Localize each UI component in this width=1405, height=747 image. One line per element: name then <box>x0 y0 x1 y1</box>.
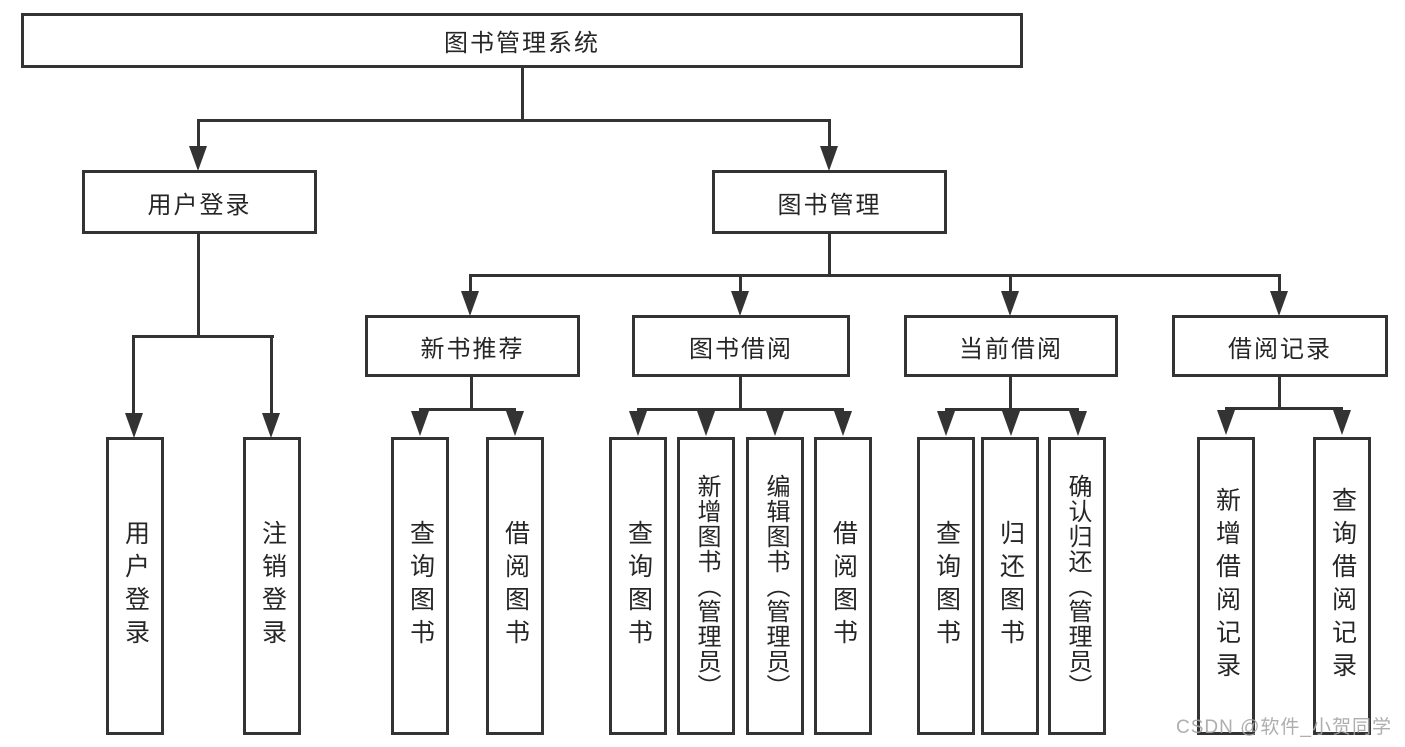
connector-trunk <box>828 234 831 277</box>
connector-stem <box>1009 274 1012 295</box>
leaf-confirm-return-admin-label: 确认归还（管理员） <box>1064 473 1091 699</box>
arrowhead-down-icon <box>262 413 280 438</box>
node-borrow-records-label: 借阅记录 <box>1228 335 1332 363</box>
arrowhead-down-icon <box>461 291 479 316</box>
arrowhead-down-icon <box>1069 411 1087 436</box>
arrowhead-down-icon <box>697 411 715 436</box>
node-current-borrow-label: 当前借阅 <box>959 335 1063 363</box>
arrowhead-down-icon <box>411 411 429 436</box>
node-current-borrow: 当前借阅 <box>904 315 1118 377</box>
connector-stem <box>469 274 472 295</box>
connector-stem <box>270 335 273 417</box>
node-book-mgmt-label: 图书管理 <box>777 191 882 219</box>
leaf-logout-label: 注销登录 <box>258 520 287 652</box>
leaf-query-borrow-record: 查询借阅记录 <box>1313 437 1371 735</box>
leaf-confirm-return-admin: 确认归还（管理员） <box>1048 437 1106 735</box>
csdn-watermark: CSDN @软件_小贺同学 <box>1176 717 1392 738</box>
leaf-return-book-label: 归还图书 <box>996 520 1025 652</box>
arrowhead-down-icon <box>506 411 524 436</box>
leaf-query-book-current-label: 查询图书 <box>932 520 961 652</box>
connector-stem <box>739 274 742 295</box>
arrowhead-down-icon <box>834 411 852 436</box>
leaf-edit-book-admin: 编辑图书（管理员） <box>746 437 804 735</box>
node-root: 图书管理系统 <box>21 13 1023 68</box>
node-book-mgmt: 图书管理 <box>712 170 947 234</box>
connector-rail <box>469 274 1281 277</box>
arrowhead-down-icon <box>1001 291 1019 316</box>
leaf-add-borrow-record: 新增借阅记录 <box>1197 437 1255 735</box>
connector-stem <box>1278 274 1281 295</box>
leaf-borrow-book-rec-label: 借阅图书 <box>501 520 530 652</box>
leaf-query-book-rec-label: 查询图书 <box>406 520 435 652</box>
leaf-add-book-admin-label: 新增图书（管理员） <box>693 473 720 699</box>
leaf-borrow-book-borrow-label: 借阅图书 <box>829 520 858 652</box>
connector-stem <box>828 119 831 149</box>
connector-stem <box>197 119 200 149</box>
arrowhead-down-icon <box>125 413 143 438</box>
connector-trunk <box>197 234 200 338</box>
node-borrow-records: 借阅记录 <box>1172 315 1388 377</box>
connector-rail <box>132 335 274 338</box>
connector-rail <box>945 408 1079 411</box>
connector-rail <box>1225 407 1343 410</box>
leaf-query-book-borrow-label: 查询图书 <box>624 520 653 652</box>
node-user-login-label: 用户登录 <box>147 191 252 219</box>
connector-root-rail <box>197 119 831 122</box>
node-user-login: 用户登录 <box>82 170 317 234</box>
arrowhead-down-icon <box>1002 411 1020 436</box>
connector-trunk <box>470 377 473 411</box>
leaf-user-login: 用户登录 <box>106 437 164 735</box>
leaf-query-book-current: 查询图书 <box>917 437 975 735</box>
node-book-borrow: 图书借阅 <box>632 315 850 377</box>
arrowhead-down-icon <box>766 411 784 436</box>
connector-trunk <box>739 377 742 411</box>
node-new-book-rec-label: 新书推荐 <box>420 335 525 363</box>
leaf-query-book-borrow: 查询图书 <box>609 437 667 735</box>
arrowhead-down-icon <box>1270 291 1288 316</box>
leaf-add-book-admin: 新增图书（管理员） <box>677 437 735 735</box>
leaf-edit-book-admin-label: 编辑图书（管理员） <box>762 473 789 699</box>
arrowhead-down-icon <box>731 291 749 316</box>
connector-stem <box>132 335 135 417</box>
leaf-logout: 注销登录 <box>243 437 301 735</box>
arrowhead-down-icon <box>1217 410 1235 435</box>
leaf-query-book-rec: 查询图书 <box>391 437 449 735</box>
arrowhead-down-icon <box>189 146 207 171</box>
leaf-add-borrow-record-label: 新增借阅记录 <box>1212 487 1241 685</box>
arrowhead-down-icon <box>1333 410 1351 435</box>
node-root-label: 图书管理系统 <box>444 30 600 57</box>
arrowhead-down-icon <box>937 411 955 436</box>
arrowhead-down-icon <box>629 411 647 436</box>
connector-root-trunk <box>521 68 524 122</box>
leaf-return-book: 归还图书 <box>981 437 1039 735</box>
connector-trunk <box>1009 377 1012 411</box>
leaf-borrow-book-borrow: 借阅图书 <box>814 437 872 735</box>
node-new-book-rec: 新书推荐 <box>365 315 580 377</box>
connector-trunk <box>1278 377 1281 410</box>
arrowhead-down-icon <box>820 146 838 171</box>
leaf-user-login-label: 用户登录 <box>121 520 150 652</box>
connector-rail <box>637 408 844 411</box>
leaf-borrow-book-rec: 借阅图书 <box>486 437 544 735</box>
node-book-borrow-label: 图书借阅 <box>689 335 793 363</box>
connector-rail <box>419 408 516 411</box>
leaf-query-borrow-record-label: 查询借阅记录 <box>1328 487 1357 685</box>
